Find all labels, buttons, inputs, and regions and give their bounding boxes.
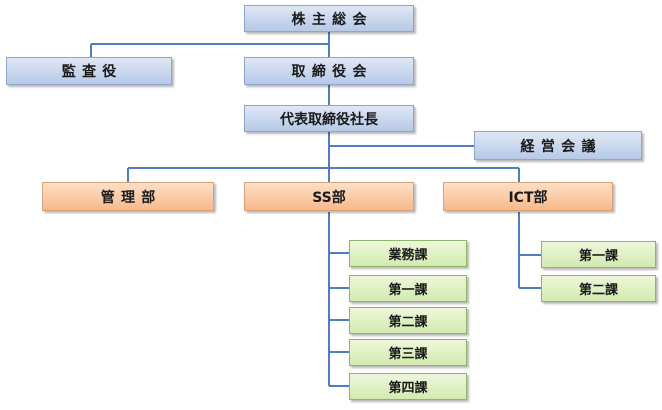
admin-department-box: 管理部 — [42, 182, 214, 211]
ss-section-box: 業務課 — [349, 240, 467, 267]
ss-section-box: 第二課 — [349, 307, 467, 334]
ss-department-box: SS部 — [244, 182, 414, 211]
ss-section-box: 第三課 — [349, 339, 467, 366]
auditor-box: 監査役 — [6, 57, 172, 85]
ict-section-box: 第一課 — [541, 241, 656, 268]
ss-section-box: 第一課 — [349, 275, 467, 302]
shareholders-meeting-box: 株主総会 — [244, 5, 414, 32]
ict-section-box: 第二課 — [541, 275, 656, 302]
management-meeting-box: 経営会議 — [474, 131, 642, 160]
ict-department-box: ICT部 — [443, 182, 613, 211]
board-of-directors-box: 取締役会 — [244, 57, 414, 85]
ss-section-box: 第四課 — [349, 373, 467, 400]
representative-director-box: 代表取締役社長 — [244, 105, 414, 132]
